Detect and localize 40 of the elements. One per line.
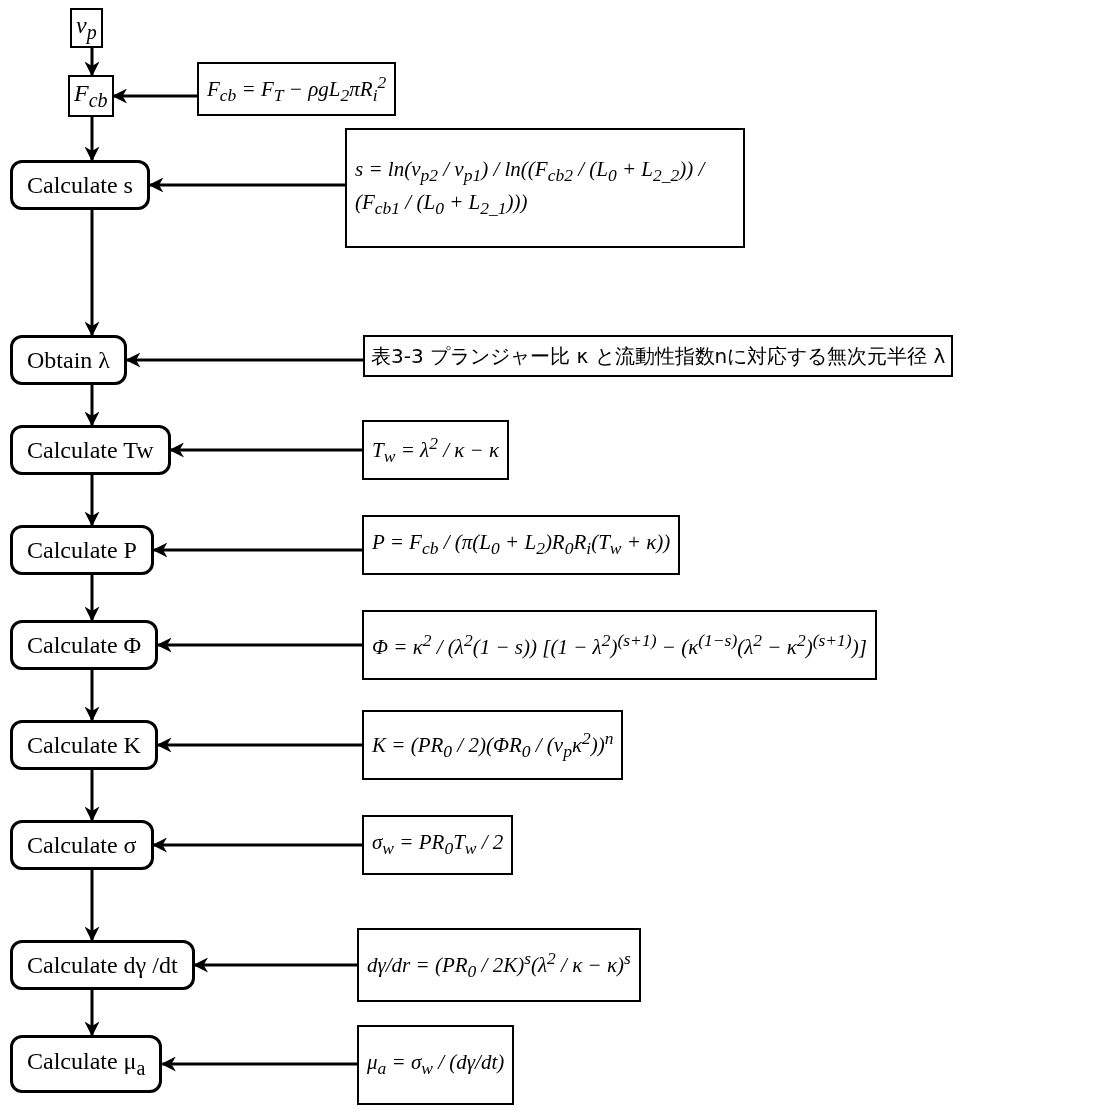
- process-box: Calculate μ$_{a}$: [10, 1035, 163, 1093]
- formula-box: Φ = κ$^{2}$ / (λ$^{2}$(1 − s)) [(1 − λ$^{2}$)$^{(s+1)}$ − (κ$^{(1−s)}$(λ$^{2}$ − κ$^{2}$)$^{(s+1)}$)]: [362, 610, 877, 680]
- arrow: [84, 990, 100, 1037]
- arrow: [152, 837, 362, 853]
- formula-box: σ$_{w}$ = PR$_{0}$T$_{w}$ / 2: [362, 815, 514, 875]
- variable-box: F$_{cb}$: [68, 75, 114, 117]
- process-box: Calculate K: [10, 720, 158, 770]
- formula-box: T$_{w}$ = λ$^{2}$ / κ − κ: [362, 420, 510, 480]
- formula-box: s = ln(v$_{p2}$ / v$_{p1}$) / ln((F$_{cb2}$ / (L$_{0}$ + L$_{2_2}$)) / (F$_{cb1}$ / (L$_{0}$ + L$_{2_1}$))): [345, 128, 745, 248]
- process-box: Calculate σ: [10, 820, 154, 870]
- process-box: Calculate s: [10, 160, 150, 210]
- reference-box: 表3-3 プランジャー比 κ と流動性指数nに対応する無次元半径 λ: [363, 335, 954, 377]
- arrow: [148, 177, 345, 193]
- arrow: [156, 737, 362, 753]
- arrow: [84, 770, 100, 822]
- arrow: [156, 637, 362, 653]
- arrow: [84, 575, 100, 622]
- arrow: [84, 48, 100, 77]
- arrow: [84, 210, 100, 337]
- formula-box: μ$_{a}$ = σ$_{w}$ / (dγ/dt): [357, 1025, 515, 1105]
- arrow: [84, 117, 100, 162]
- arrow: [84, 475, 100, 527]
- process-box: Calculate dγ /dt: [10, 940, 195, 990]
- formula-box: K = (PR$_{0}$ / 2)(ΦR$_{0}$ / (v$_{p}$κ$^{2}$))$^{n}$: [362, 710, 624, 780]
- formula-box: dγ/dr = (PR$_{0}$ / 2K)$^{s}$(λ$^{2}$ / κ − κ)$^{s}$: [357, 928, 641, 1002]
- arrow: [125, 352, 363, 368]
- process-box: Calculate Φ: [10, 620, 159, 670]
- variable-box: v$_{p}$: [70, 8, 103, 48]
- arrow: [84, 670, 100, 722]
- arrow: [152, 542, 362, 558]
- arrow: [84, 870, 100, 942]
- process-box: Calculate Tw: [10, 425, 171, 475]
- arrow: [169, 442, 362, 458]
- arrow: [193, 957, 357, 973]
- arrow: [160, 1056, 357, 1072]
- formula-box: P = F$_{cb}$ / (π(L$_{0}$ + L$_{2}$)R$_{0}$R$_{i}$(T$_{w}$ + κ)): [362, 515, 681, 575]
- arrow: [84, 385, 100, 427]
- arrow: [112, 88, 197, 104]
- process-box: Obtain λ: [10, 335, 127, 385]
- process-box: Calculate P: [10, 525, 154, 575]
